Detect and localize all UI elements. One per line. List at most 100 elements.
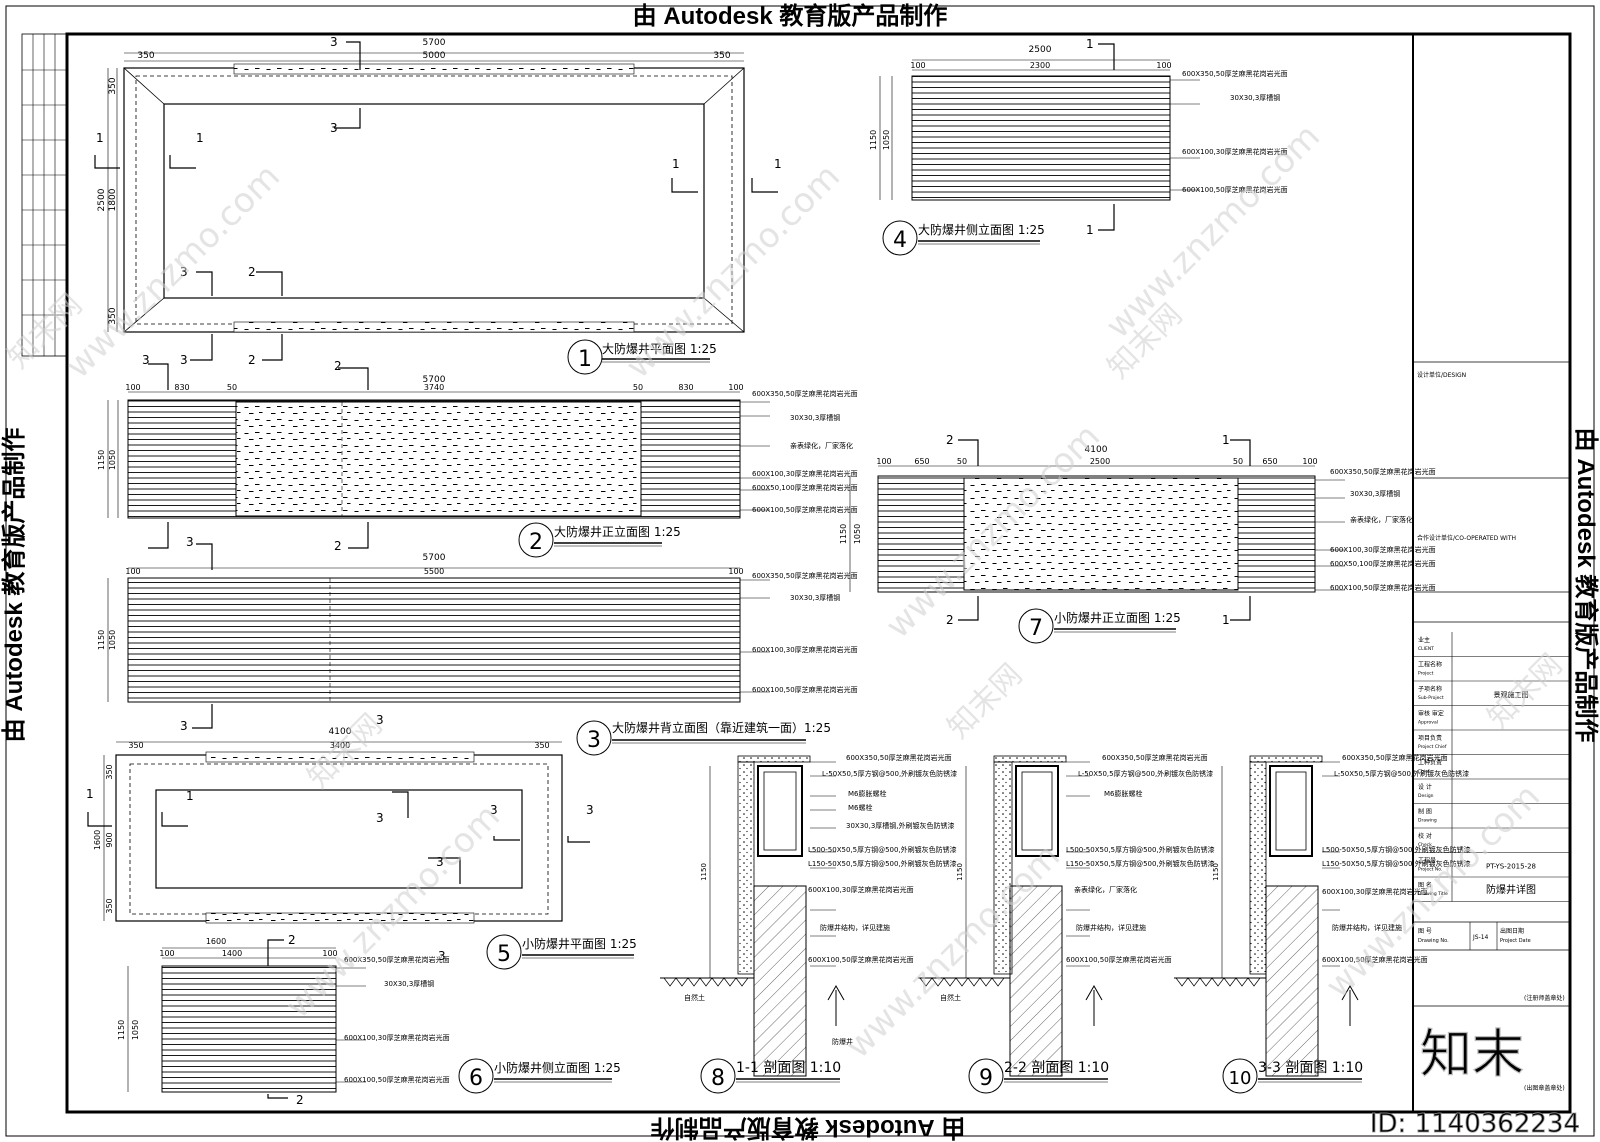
date-label: 出图日期	[1500, 927, 1524, 935]
dim-350: 350	[105, 764, 114, 779]
titleblock-label-en: Project	[1418, 671, 1434, 677]
note: 亲表绿化，厂家落化	[790, 441, 853, 450]
section-mark-1: 1	[1222, 433, 1230, 447]
note: 600X50,100厚芝麻黑花岗岩光面	[1330, 559, 1436, 568]
dim-1800: 1800	[108, 188, 118, 211]
titleblock-label: 校 对	[1418, 832, 1432, 840]
note: L500-50X50,5厚方钢@500,外刷镀灰色防锈漆	[1066, 845, 1215, 854]
design-unit-label: 设计单位/DESIGN	[1417, 371, 1466, 379]
dim-350: 350	[105, 898, 114, 913]
dim-1150: 1150	[1212, 863, 1220, 881]
section-mark-1: 1	[1086, 223, 1094, 237]
note: 30X30,3厚槽钢	[384, 979, 434, 988]
note: 600X100,30厚芝麻黑花岗岩光面	[808, 885, 914, 894]
note: M6膨胀螺栓	[848, 789, 887, 798]
title-block: 设计单位/DESIGN 合作设计单位/CO-OPERATED WITH 业主CL…	[1413, 361, 1570, 1092]
section-mark-2: 2	[334, 539, 342, 553]
section-mark-1: 1	[96, 131, 104, 145]
titleblock-label-en: Sub-Project	[1418, 695, 1444, 701]
dim-50: 50	[1233, 457, 1243, 466]
view-9-number: 9	[979, 1066, 993, 1091]
dim-3740: 3740	[424, 383, 444, 392]
note: 600X100,50厚芝麻黑花岗岩光面	[752, 505, 858, 514]
note: L500-50X50,5厚方钢@500,外刷镀灰色防锈漆	[808, 845, 957, 854]
view-6-title: 小防爆井侧立面图 1:25	[494, 1060, 621, 1075]
dim-50: 50	[633, 383, 643, 392]
note: 600X100,30厚芝麻黑花岗岩光面	[1330, 545, 1436, 554]
inner-frame	[65, 32, 1572, 1114]
note: 600X350,50厚芝麻黑花岗岩光面	[1330, 467, 1436, 476]
dim-2500: 2500	[1029, 45, 1052, 55]
note: 600X350,50厚芝麻黑花岗岩光面	[846, 753, 952, 762]
view-8-title: 1-1 剖面图 1:10	[736, 1060, 841, 1076]
note: M6螺栓	[848, 803, 873, 812]
date-label-en: Project Date	[1500, 938, 1531, 944]
dim-1050: 1050	[853, 524, 862, 544]
titleblock-label-en: Design	[1418, 793, 1434, 799]
section-mark-2: 2	[288, 933, 296, 947]
section-mark-2: 2	[946, 613, 954, 627]
view-10-section-3-3: 1150 600X350,50厚芝麻黑花岗岩光面 L-50X50,5厚方钢@50…	[1174, 753, 1471, 1094]
note: 600X350,50厚芝麻黑花岗岩光面	[344, 955, 450, 964]
dim-100: 100	[910, 61, 925, 70]
view-3-back-elevation: 5700 5500 100 100 1150 1050 600X350,50厚芝…	[97, 535, 858, 756]
titleblock-label-en: Project No.	[1418, 867, 1442, 873]
dim-830: 830	[678, 383, 693, 392]
dim-1150: 1150	[869, 130, 878, 150]
dim-2500: 2500	[97, 188, 107, 211]
dim-2500: 2500	[1090, 457, 1110, 466]
titleblock-label-en: Approval	[1418, 720, 1438, 726]
dim-350: 350	[713, 51, 730, 61]
titleblock-label-en: Project Chief	[1418, 744, 1447, 750]
note: 30X30,3厚槽钢	[1350, 489, 1400, 498]
note: 600X100,50厚芝麻黑花岗岩光面	[344, 1075, 450, 1084]
note: 600X100,30厚芝麻黑花岗岩光面	[752, 469, 858, 478]
section-mark-3: 3	[376, 713, 384, 727]
section-mark-3: 3	[330, 35, 338, 49]
note: L150-50X50,5厚方钢@500,外刷镀灰色防锈漆	[1322, 859, 1471, 868]
note: 600X350,50厚芝麻黑花岗岩光面	[752, 389, 858, 398]
dim-5700: 5700	[423, 38, 446, 48]
section-mark-1: 1	[86, 787, 94, 801]
dim-3400: 3400	[330, 741, 350, 750]
note: 600X100,30厚芝麻黑花岗岩光面	[1182, 147, 1288, 156]
watermark-logo: 知末	[1420, 1025, 1524, 1085]
titleblock-label-en: Check	[1418, 842, 1432, 848]
section-mark-1: 1	[774, 157, 782, 171]
note: 30X30,3厚槽钢	[790, 413, 840, 422]
note: 亲表绿化，厂家落化	[1074, 885, 1137, 894]
view-1-title: 大防爆井平面图 1:25	[602, 341, 717, 356]
watermark-id: ID: 1140362234	[1370, 1109, 1580, 1139]
view-7-title: 小防爆井正立面图 1:25	[1054, 610, 1181, 625]
view-2-number: 2	[529, 530, 543, 555]
titleblock-value: PT-YS-2015-28	[1486, 863, 1536, 871]
watermark-text: www.znzmo.com	[278, 796, 508, 1026]
note: 600X100,30厚芝麻黑花岗岩光面	[344, 1033, 450, 1042]
titleblock-label-en: Drawing	[1418, 818, 1437, 824]
dim-5700: 5700	[423, 553, 446, 563]
dim-5500: 5500	[424, 567, 444, 576]
note: 600X100,50厚芝麻黑花岗岩光面	[1330, 583, 1436, 592]
titleblock-label: 业主	[1418, 636, 1430, 644]
banner-right: 由 Autodesk 教育版产品制作	[1572, 428, 1600, 743]
dim-1050: 1050	[131, 1020, 140, 1040]
note: 600X350,50厚芝麻黑花岗岩光面	[1182, 69, 1288, 78]
note: 600X350,50厚芝麻黑花岗岩光面	[752, 571, 858, 580]
note: 30X30,3厚槽钢	[790, 593, 840, 602]
stamp-note: (注册师盖章处)	[1524, 994, 1565, 1002]
note: L-50X50,5厚方钢@500,外刷镀灰色防锈漆	[1334, 769, 1469, 778]
dim-650: 650	[914, 457, 929, 466]
dim-4100: 4100	[1085, 445, 1108, 455]
titleblock-label: 工种负责	[1418, 759, 1442, 767]
watermark-cn: 知末网	[941, 657, 1029, 745]
note: 600X100,50厚芝麻黑花岗岩光面	[752, 685, 858, 694]
sheet-no-label: 图 号	[1418, 928, 1432, 935]
view-3-number: 3	[587, 728, 601, 753]
view-3-title: 大防爆井背立面图（靠近建筑一面）1:25	[612, 720, 831, 735]
view-1-number: 1	[578, 347, 592, 372]
view-5-small-plan: 4100 350 3400 350 1600 900 350 350 1 1 3…	[86, 713, 637, 970]
section-mark-3: 3	[180, 719, 188, 733]
dim-100: 100	[322, 949, 337, 958]
outer-border	[5, 5, 1595, 1137]
note: 600X350,50厚芝麻黑花岗岩光面	[1342, 753, 1448, 762]
